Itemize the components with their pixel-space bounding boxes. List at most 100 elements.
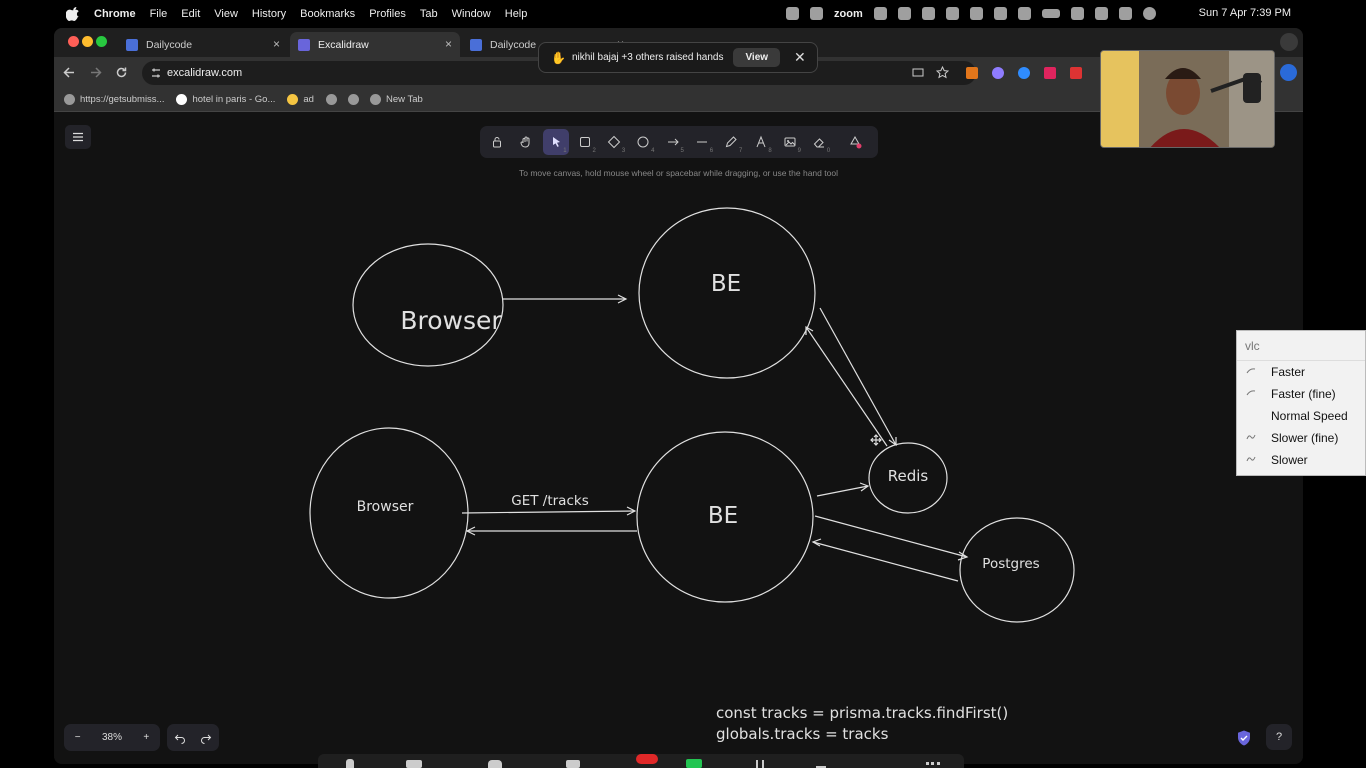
- diamond-tool[interactable]: 3: [601, 129, 627, 155]
- be-bottom-circle[interactable]: [636, 431, 814, 603]
- redo-icon[interactable]: [200, 732, 212, 744]
- mic-icon[interactable]: [346, 759, 354, 768]
- control-center-icon[interactable]: [1094, 7, 1108, 20]
- status-icon[interactable]: [873, 7, 887, 20]
- selection-tool[interactable]: 1: [542, 129, 569, 155]
- undo-icon[interactable]: [174, 732, 186, 744]
- pause-icon[interactable]: [756, 760, 764, 768]
- profile-menu-icon[interactable]: [1280, 64, 1297, 81]
- vlc-normal-speed[interactable]: Normal Speed: [1237, 405, 1365, 427]
- video-camera-icon[interactable]: [406, 760, 422, 768]
- tab-dailycode-1[interactable]: Dailycode ×: [118, 32, 288, 57]
- rectangle-tool[interactable]: 2: [572, 129, 598, 155]
- main-menu-button[interactable]: [65, 125, 91, 149]
- label-browser-top[interactable]: Browser: [400, 306, 502, 335]
- share-screen-icon[interactable]: [686, 759, 702, 768]
- wifi-icon[interactable]: [1070, 7, 1084, 20]
- menu-profiles[interactable]: Profiles: [369, 7, 406, 20]
- code-line-2[interactable]: globals.tracks = tracks: [716, 725, 889, 743]
- label-browser-bottom[interactable]: Browser: [357, 499, 414, 515]
- drawing-svg[interactable]: Browser BE Browser BE Redis Postgres GET…: [54, 113, 1303, 764]
- label-redis[interactable]: Redis: [888, 467, 929, 485]
- bookmark-hotel-paris[interactable]: hotel in paris - Go...: [176, 94, 275, 105]
- label-postgres[interactable]: Postgres: [982, 556, 1039, 572]
- more-tools-button[interactable]: [842, 129, 868, 155]
- pencil-tool[interactable]: 7: [718, 129, 744, 155]
- forward-icon[interactable]: [89, 66, 102, 79]
- minimize-window-button[interactable]: [82, 36, 93, 47]
- close-tab-icon[interactable]: ×: [444, 37, 452, 51]
- extension-icon[interactable]: [1044, 67, 1056, 79]
- close-tab-icon[interactable]: ×: [272, 37, 280, 51]
- menu-help[interactable]: Help: [504, 7, 528, 20]
- bookmark-settings[interactable]: [347, 94, 364, 105]
- extension-icon[interactable]: [966, 67, 978, 79]
- arrow-postgres-to-be-bottom[interactable]: [811, 538, 959, 582]
- code-line-1[interactable]: const tracks = prisma.tracks.findFirst(): [716, 704, 1008, 722]
- lock-tool[interactable]: [484, 129, 510, 155]
- participants-icon[interactable]: [488, 760, 502, 768]
- vlc-slower[interactable]: Slower: [1237, 449, 1365, 471]
- site-info-icon[interactable]: [150, 67, 162, 79]
- arrow-be-bottom-to-browser[interactable]: [465, 526, 637, 536]
- tab-search-button[interactable]: [1280, 33, 1298, 51]
- text-tool[interactable]: 8: [748, 129, 774, 155]
- bookmark-ad[interactable]: ad: [287, 94, 314, 105]
- close-window-button[interactable]: [68, 36, 79, 47]
- menu-clock[interactable]: Sun 7 Apr 7:39 PM: [1198, 7, 1291, 19]
- vlc-faster[interactable]: Faster: [1237, 361, 1365, 383]
- ellipse-tool[interactable]: 4: [630, 129, 656, 155]
- zoom-level[interactable]: 38%: [101, 732, 122, 743]
- bookmark-getsubmiss[interactable]: https://getsubmiss...: [64, 94, 164, 105]
- participant-video[interactable]: [1100, 50, 1275, 148]
- status-icon[interactable]: [897, 7, 911, 20]
- browser-top-circle[interactable]: [352, 243, 504, 367]
- vlc-slower-fine[interactable]: Slower (fine): [1237, 427, 1365, 449]
- zoom-menu-label[interactable]: zoom: [834, 7, 863, 20]
- extension-icon[interactable]: [1018, 67, 1030, 79]
- label-get-tracks[interactable]: GET /tracks: [511, 493, 588, 509]
- label-be-top[interactable]: BE: [711, 271, 741, 297]
- zoom-in-button[interactable]: +: [143, 732, 150, 743]
- menu-bookmarks[interactable]: Bookmarks: [300, 7, 356, 20]
- annotate-icon[interactable]: [816, 760, 826, 768]
- encryption-shield-icon[interactable]: [1235, 729, 1253, 747]
- status-icon[interactable]: [810, 7, 823, 20]
- line-tool[interactable]: 6: [689, 129, 715, 155]
- menu-history[interactable]: History: [251, 7, 287, 20]
- menu-view[interactable]: View: [214, 7, 238, 20]
- install-icon[interactable]: [912, 67, 924, 79]
- status-icon[interactable]: [969, 7, 983, 20]
- vlc-faster-fine[interactable]: Faster (fine): [1237, 383, 1365, 405]
- zoom-out-button[interactable]: −: [74, 732, 81, 743]
- extension-icon[interactable]: [992, 67, 1004, 79]
- back-icon[interactable]: [63, 66, 76, 79]
- postgres-circle[interactable]: [959, 517, 1075, 623]
- view-button[interactable]: View: [733, 48, 781, 67]
- apple-icon[interactable]: [66, 6, 80, 21]
- app-menu-chrome[interactable]: Chrome: [94, 7, 136, 20]
- extension-icon[interactable]: [1070, 67, 1082, 79]
- siri-icon[interactable]: [1142, 7, 1156, 20]
- image-tool[interactable]: 9: [777, 129, 803, 155]
- excalidraw-canvas[interactable]: Browser BE Browser BE Redis Postgres GET…: [54, 113, 1303, 764]
- arrow-be-bottom-to-postgres[interactable]: [814, 515, 969, 561]
- menu-edit[interactable]: Edit: [181, 7, 201, 20]
- hand-tool[interactable]: [513, 129, 539, 155]
- status-icon[interactable]: [786, 7, 799, 20]
- moon-icon[interactable]: [1017, 7, 1031, 20]
- status-icon[interactable]: [921, 7, 935, 20]
- menu-window[interactable]: Window: [451, 7, 491, 20]
- arrow-browser-to-be-bottom[interactable]: [461, 506, 637, 516]
- eraser-tool[interactable]: 0: [806, 129, 832, 155]
- menu-file[interactable]: File: [149, 7, 168, 20]
- arrow-tool[interactable]: 5: [660, 129, 686, 155]
- menu-tab[interactable]: Tab: [419, 7, 438, 20]
- status-icon[interactable]: [945, 7, 959, 20]
- arrow-redis-to-be-top[interactable]: [805, 325, 888, 447]
- battery-icon[interactable]: [1041, 9, 1060, 18]
- tab-excalidraw[interactable]: Excalidraw ×: [290, 32, 460, 57]
- be-top-circle[interactable]: [638, 207, 816, 379]
- bookmark-globe[interactable]: [325, 94, 342, 105]
- reload-icon[interactable]: [115, 66, 128, 79]
